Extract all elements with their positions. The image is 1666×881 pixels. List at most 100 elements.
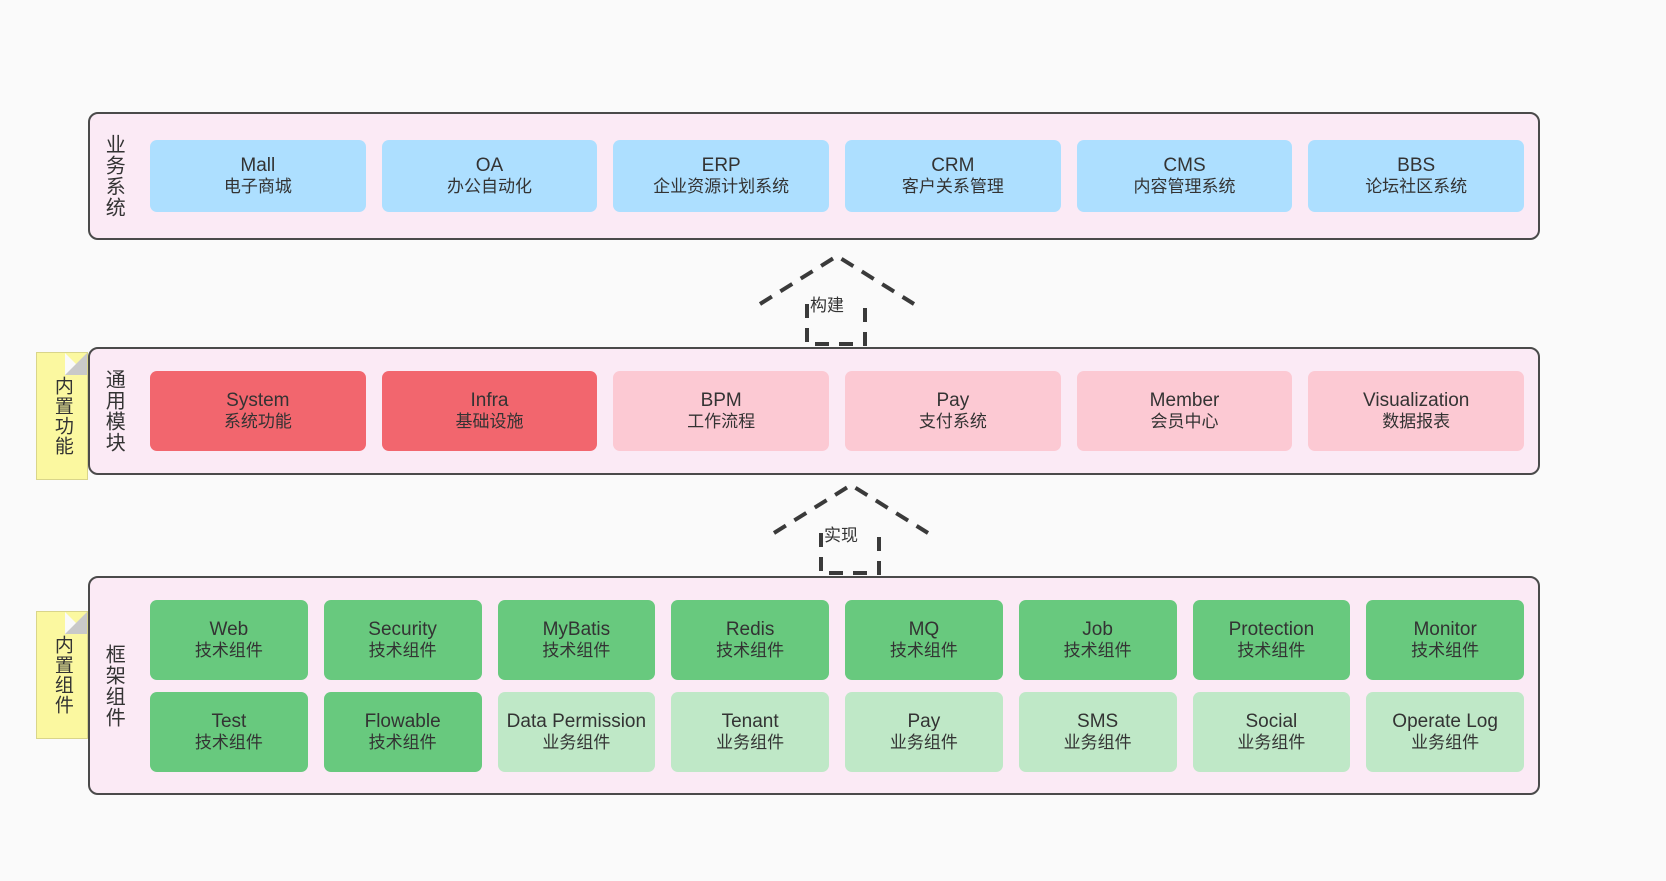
component-card-social[interactable]: Social 业务组件 [1192, 691, 1351, 772]
card-title: MQ [908, 618, 940, 640]
card-title: MyBatis [542, 618, 611, 640]
business-card-oa[interactable]: OA 办公自动化 [381, 140, 598, 212]
module-card-pay[interactable]: Pay 支付系统 [845, 371, 1061, 451]
card-subtitle: 系统功能 [223, 412, 292, 432]
module-card-member[interactable]: Member 会员中心 [1076, 371, 1293, 451]
card-title: System [226, 390, 290, 412]
card-title: Monitor [1413, 618, 1477, 640]
common-modules-band-label: 通用模块 [102, 369, 125, 453]
component-card-data-permission[interactable]: Data Permission 业务组件 [497, 691, 656, 772]
card-subtitle: 企业资源计划系统 [653, 177, 790, 197]
card-subtitle: 技术组件 [716, 640, 785, 660]
card-subtitle: 业务组件 [542, 732, 611, 752]
component-card-security[interactable]: Security 技术组件 [323, 599, 482, 680]
business-system-card-list: Mall 电子商城 OA 办公自动化 ERP 企业资源计划系统 CRM 客户关系… [136, 114, 1538, 238]
module-card-infra[interactable]: Infra 基础设施 [381, 371, 598, 451]
common-modules-band: 通用模块 System 系统功能 Infra 基础设施 BPM 工作流程 Pay… [88, 347, 1540, 475]
component-card-monitor[interactable]: Monitor 技术组件 [1366, 599, 1524, 680]
card-title: Job [1082, 618, 1113, 640]
card-title: Flowable [364, 710, 441, 732]
component-card-mybatis[interactable]: MyBatis 技术组件 [497, 599, 656, 680]
business-card-mall[interactable]: Mall 电子商城 [150, 140, 366, 212]
framework-components-band-label: 框架组件 [102, 643, 125, 728]
card-title: SMS [1077, 710, 1119, 732]
business-system-band: 业务系统 Mall 电子商城 OA 办公自动化 ERP 企业资源计划系统 CRM… [88, 112, 1540, 240]
card-title: Data Permission [506, 710, 647, 732]
framework-components-row-2: Test 技术组件 Flowable 技术组件 Data Permission … [142, 691, 1532, 772]
card-subtitle: 技术组件 [542, 640, 611, 660]
card-subtitle: 技术组件 [368, 640, 437, 660]
card-subtitle: 技术组件 [889, 640, 958, 660]
card-title: Infra [470, 390, 509, 412]
card-subtitle: 客户关系管理 [901, 177, 1004, 197]
card-title: OA [475, 155, 504, 177]
card-title: CRM [931, 155, 975, 177]
component-card-mq[interactable]: MQ 技术组件 [845, 599, 1003, 680]
card-subtitle: 支付系统 [918, 412, 987, 432]
arrow-label-build: 构建 [810, 296, 844, 315]
card-subtitle: 内容管理系统 [1133, 177, 1236, 197]
card-title: BBS [1397, 155, 1436, 177]
component-card-job[interactable]: Job 技术组件 [1018, 599, 1177, 680]
card-subtitle: 技术组件 [194, 640, 263, 660]
component-card-test[interactable]: Test 技术组件 [150, 691, 308, 772]
component-card-redis[interactable]: Redis 技术组件 [671, 599, 829, 680]
card-subtitle: 会员中心 [1150, 412, 1219, 432]
module-card-bpm[interactable]: BPM 工作流程 [613, 371, 830, 451]
card-subtitle: 业务组件 [1063, 732, 1132, 752]
business-card-crm[interactable]: CRM 客户关系管理 [845, 140, 1061, 212]
card-subtitle: 数据报表 [1382, 412, 1451, 432]
module-card-visualization[interactable]: Visualization 数据报表 [1308, 371, 1525, 451]
card-subtitle: 论坛社区系统 [1365, 177, 1468, 197]
business-card-erp[interactable]: ERP 企业资源计划系统 [613, 140, 830, 212]
card-title: Social [1245, 710, 1298, 732]
note-builtin-component-label: 内置组件 [51, 635, 73, 715]
business-system-band-label: 业务系统 [102, 134, 125, 218]
note-builtin-function-label: 内置功能 [51, 376, 73, 456]
common-modules-card-list: System 系统功能 Infra 基础设施 BPM 工作流程 Pay 支付系统… [136, 349, 1538, 473]
card-title: Pay [936, 390, 970, 412]
card-subtitle: 技术组件 [1237, 640, 1306, 660]
card-subtitle: 电子商城 [223, 177, 292, 197]
card-subtitle: 办公自动化 [447, 177, 532, 197]
component-card-flowable[interactable]: Flowable 技术组件 [323, 691, 482, 772]
module-card-system[interactable]: System 系统功能 [150, 371, 366, 451]
card-subtitle: 业务组件 [716, 732, 785, 752]
card-title: Member [1149, 390, 1220, 412]
business-card-bbs[interactable]: BBS 论坛社区系统 [1308, 140, 1525, 212]
framework-components-row-1: Web 技术组件 Security 技术组件 MyBatis 技术组件 Redi… [142, 599, 1532, 680]
card-title: CMS [1163, 155, 1206, 177]
framework-components-grid: Web 技术组件 Security 技术组件 MyBatis 技术组件 Redi… [136, 578, 1538, 793]
card-subtitle: 业务组件 [1411, 732, 1480, 752]
card-title: Redis [725, 618, 775, 640]
component-card-protection[interactable]: Protection 技术组件 [1192, 599, 1351, 680]
card-title: Mall [240, 155, 276, 177]
card-title: Operate Log [1392, 710, 1498, 732]
arrow-label-implement: 实现 [824, 526, 858, 545]
component-card-web[interactable]: Web 技术组件 [150, 599, 308, 680]
card-title: Protection [1228, 618, 1315, 640]
card-subtitle: 技术组件 [194, 732, 263, 752]
framework-components-band: 框架组件 Web 技术组件 Security 技术组件 MyBatis 技术组件… [88, 576, 1540, 795]
card-title: BPM [700, 390, 742, 412]
card-title: Pay [907, 710, 941, 732]
component-card-operate-log[interactable]: Operate Log 业务组件 [1366, 691, 1524, 772]
card-subtitle: 业务组件 [889, 732, 958, 752]
card-title: ERP [701, 155, 741, 177]
card-title: Test [211, 710, 247, 732]
generalization-arrow-build-icon [752, 252, 922, 347]
card-subtitle: 业务组件 [1237, 732, 1306, 752]
component-card-pay[interactable]: Pay 业务组件 [845, 691, 1003, 772]
card-subtitle: 技术组件 [1063, 640, 1132, 660]
card-subtitle: 技术组件 [368, 732, 437, 752]
component-card-sms[interactable]: SMS 业务组件 [1018, 691, 1177, 772]
card-title: Security [368, 618, 437, 640]
note-builtin-function: 内置功能 [36, 352, 88, 480]
card-title: Tenant [721, 710, 779, 732]
card-title: Visualization [1363, 390, 1470, 412]
business-card-cms[interactable]: CMS 内容管理系统 [1076, 140, 1293, 212]
card-subtitle: 基础设施 [455, 412, 524, 432]
component-card-tenant[interactable]: Tenant 业务组件 [671, 691, 829, 772]
card-title: Web [209, 618, 249, 640]
card-subtitle: 技术组件 [1411, 640, 1480, 660]
